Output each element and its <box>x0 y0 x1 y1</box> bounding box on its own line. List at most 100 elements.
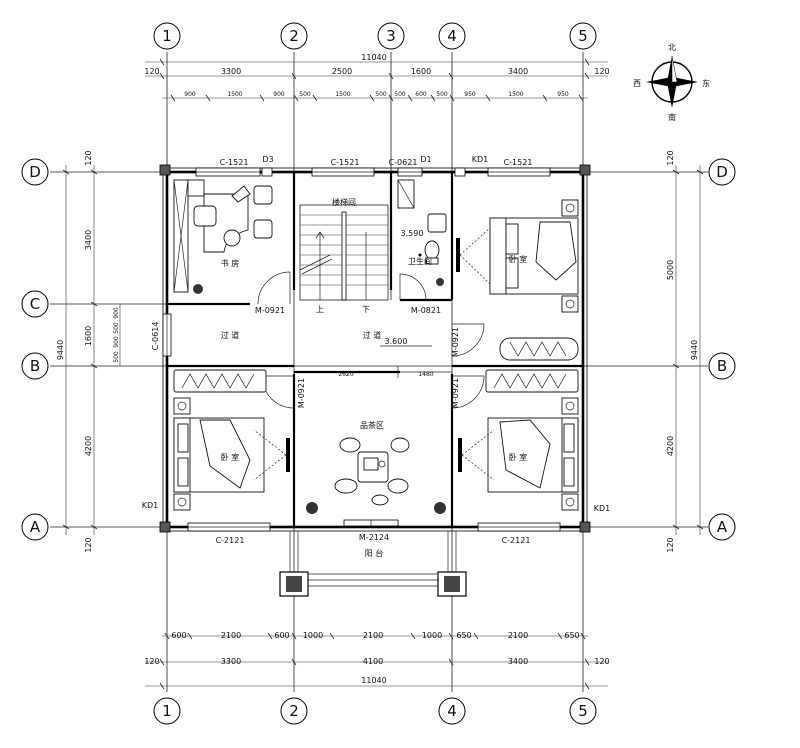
svg-text:C-2121: C-2121 <box>216 536 245 545</box>
svg-text:950: 950 <box>464 91 476 98</box>
svg-text:1: 1 <box>162 27 172 45</box>
svg-text:C-2121: C-2121 <box>502 536 531 545</box>
axis-bubble-2-bottom: 2 <box>280 697 308 725</box>
svg-text:120: 120 <box>84 537 93 552</box>
svg-text:4: 4 <box>447 702 457 720</box>
bed-ne <box>456 199 579 313</box>
svg-text:600: 600 <box>415 91 427 98</box>
svg-text:M-0921: M-0921 <box>451 378 460 408</box>
element-labels: C-1521 C-1521 C-0621 C-1521 D3 D1 KD1 KD… <box>142 155 611 545</box>
svg-text:A: A <box>717 518 728 536</box>
door-study <box>257 271 291 305</box>
axis-bubble-A-left: A <box>21 513 49 541</box>
walls <box>159 164 591 533</box>
study-furniture <box>173 179 273 294</box>
svg-text:1: 1 <box>162 702 172 720</box>
axis-bubble-3-top: 3 <box>377 22 405 50</box>
svg-text:120: 120 <box>666 150 675 165</box>
svg-text:500: 500 <box>299 91 311 98</box>
svg-text:500: 500 <box>394 91 406 98</box>
svg-text:D: D <box>716 163 728 181</box>
windows <box>162 167 561 532</box>
svg-text:M-2124: M-2124 <box>359 533 389 542</box>
axis-bubble-C-left: C <box>21 290 49 318</box>
axis-bubble-2-top: 2 <box>280 22 308 50</box>
dimensions-left: 9440 120 3400 1600 4200 120 900 500 900 … <box>56 150 160 552</box>
svg-text:2100: 2100 <box>508 631 528 640</box>
svg-text:3400: 3400 <box>508 657 528 666</box>
room-label-study: 书 房 <box>221 258 240 268</box>
svg-text:1500: 1500 <box>335 91 350 98</box>
balcony <box>279 531 467 597</box>
room-label-corridor-w: 过 道 <box>221 330 240 340</box>
svg-text:上: 上 <box>316 305 324 314</box>
bathroom-fixtures <box>397 179 447 286</box>
svg-text:西: 西 <box>633 79 641 88</box>
svg-text:1000: 1000 <box>303 631 323 640</box>
svg-text:650: 650 <box>456 631 471 640</box>
svg-text:B: B <box>30 357 40 375</box>
svg-text:9440: 9440 <box>690 340 699 360</box>
window-study <box>195 167 261 177</box>
svg-text:11040: 11040 <box>361 53 386 62</box>
axis-bubble-B-right: B <box>708 352 736 380</box>
svg-text:500: 500 <box>113 322 120 334</box>
svg-text:C-0614: C-0614 <box>151 322 160 351</box>
door-bed-sw <box>261 375 295 409</box>
wardrobe-ne <box>499 337 579 361</box>
door-bath <box>399 273 427 301</box>
tea-table <box>306 437 446 514</box>
svg-text:2: 2 <box>289 702 299 720</box>
door-bed-se <box>451 375 485 409</box>
room-label-balcony: 阳 台 <box>365 548 384 558</box>
svg-text:900: 900 <box>113 336 120 348</box>
room-label-bedroom-se: 卧 室 <box>509 452 528 462</box>
svg-text:900: 900 <box>113 307 120 319</box>
axis-bubble-D-left: D <box>21 158 49 186</box>
svg-text:5: 5 <box>578 702 588 720</box>
svg-text:1500: 1500 <box>508 91 523 98</box>
axis-bubble-4-top: 4 <box>438 22 466 50</box>
svg-text:900: 900 <box>184 91 196 98</box>
axis-bubbles: 1 2 3 4 5 1 2 4 5 D C B A D B A <box>21 22 736 725</box>
svg-text:5: 5 <box>578 27 588 45</box>
axis-bubble-5-bottom: 5 <box>569 697 597 725</box>
svg-text:120: 120 <box>594 657 609 666</box>
svg-text:KD1: KD1 <box>472 155 489 164</box>
svg-text:B: B <box>717 357 727 375</box>
axis-bubble-1-top: 1 <box>153 22 181 50</box>
svg-text:东: 东 <box>702 78 710 88</box>
svg-text:C-0621: C-0621 <box>389 158 418 167</box>
svg-text:KD1: KD1 <box>594 504 611 513</box>
door-bed-ne <box>451 323 485 357</box>
bed-sw <box>173 397 290 511</box>
window-bed-ne <box>487 167 551 177</box>
window-bath <box>397 167 423 177</box>
axis-bubble-A-right: A <box>708 513 736 541</box>
window-se <box>477 522 561 532</box>
room-label-corridor-c: 过 道 <box>363 330 382 340</box>
svg-text:A: A <box>30 518 41 536</box>
svg-text:2: 2 <box>289 27 299 45</box>
room-label-bedroom-ne: 卧 室 <box>509 254 528 264</box>
dimensions-bottom: 600 2100 600 1000 2100 1000 650 2100 650… <box>144 631 610 690</box>
svg-text:1480: 1480 <box>418 371 433 378</box>
svg-text:4: 4 <box>447 27 457 45</box>
axis-bubble-4-bottom: 4 <box>438 697 466 725</box>
svg-text:120: 120 <box>666 537 675 552</box>
svg-text:4200: 4200 <box>84 436 93 456</box>
svg-text:500: 500 <box>113 351 120 363</box>
svg-text:3.600: 3.600 <box>385 337 408 346</box>
svg-text:1000: 1000 <box>422 631 442 640</box>
svg-text:C-1521: C-1521 <box>220 158 249 167</box>
svg-text:120: 120 <box>84 150 93 165</box>
svg-text:4100: 4100 <box>363 657 383 666</box>
window-stair <box>311 167 375 177</box>
svg-text:600: 600 <box>171 631 186 640</box>
svg-text:M-0921: M-0921 <box>451 327 460 357</box>
compass-icon: 北 南 东 西 <box>633 43 710 122</box>
svg-text:M-0921: M-0921 <box>297 378 306 408</box>
svg-text:2100: 2100 <box>363 631 383 640</box>
svg-text:D3: D3 <box>262 155 273 164</box>
